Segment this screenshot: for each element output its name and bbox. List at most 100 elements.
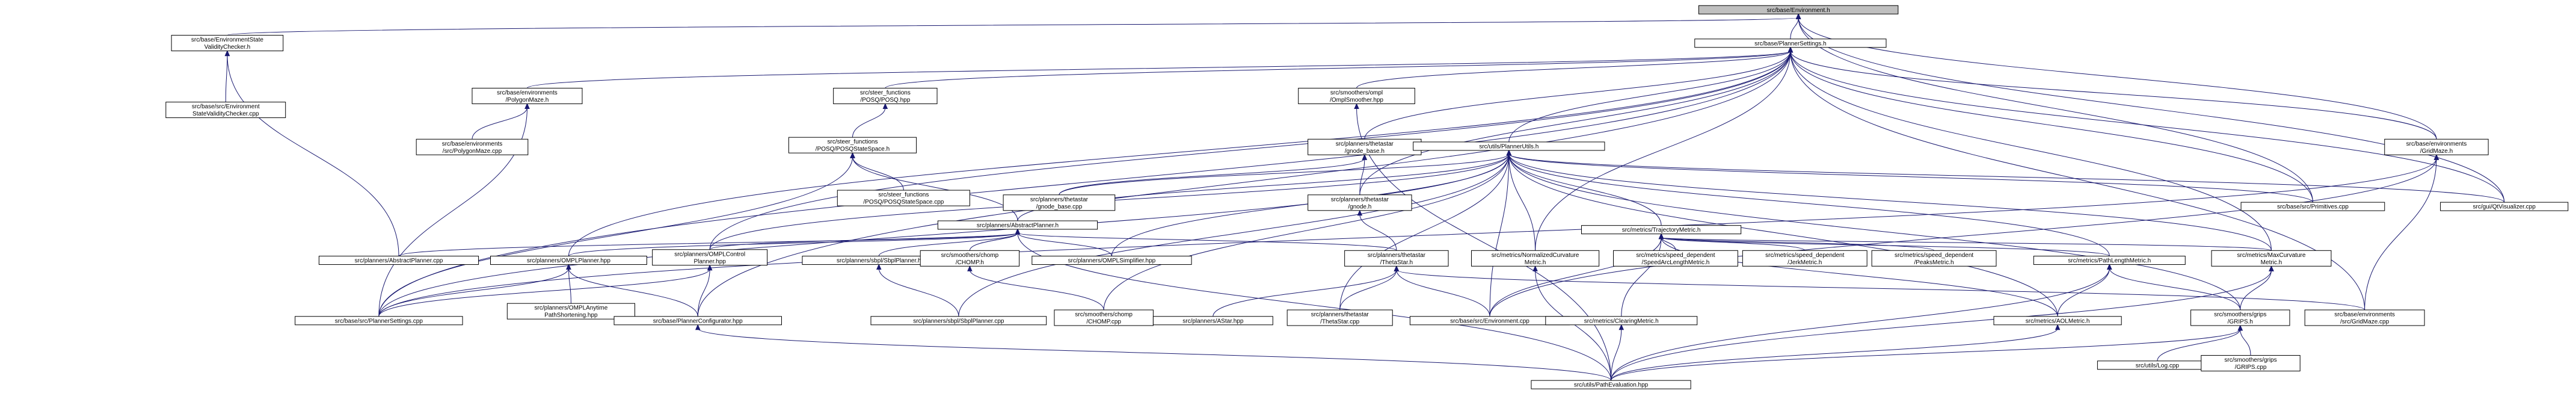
node-omplsimp-hpp[interactable]: src/planners/OMPLSimplifier.hpp [1031,256,1192,265]
node-label: src/steer_functions [828,139,878,146]
node-planset-h[interactable]: src/base/PlannerSettings.h [1694,39,1887,48]
node-box [506,303,636,320]
node-clearing-h[interactable]: src/metrics/ClearingMetric.h [1545,316,1698,326]
edge-plannerutils_h-qtvis_cpp [1506,149,2505,203]
node-absplanner-cpp[interactable]: src/planners/AbstractPlanner.cpp [318,256,479,265]
edge-line [1508,153,2505,203]
node-trajmetric-h[interactable]: src/metrics/TrajectoryMetric.h [1581,225,1742,235]
node-grips-cpp[interactable]: src/smoothers/grips/GRIPS.cpp [2201,355,2301,372]
edge-line [1790,51,2437,140]
node-omplsm-hpp[interactable]: src/smoothers/ompl/OmplSmoother.hpp [1298,87,1415,104]
edge-thetastar_h-env_cpp [1394,265,1490,317]
edge-line [1535,51,1791,251]
node-label: src/utils/PathEvaluation.hpp [1574,382,1649,389]
edge-line [1661,237,2272,251]
node-label: src/base/src/Environment [192,104,260,110]
node-pathlen-h[interactable]: src/metrics/PathLengthMetric.h [2033,256,2186,265]
node-gnode-h[interactable]: src/planners/thetastar/gnode.h [1308,194,1412,211]
edge-arrowhead [224,50,230,57]
node-primitives-cpp[interactable]: src/base/src/Primitives.cpp [2240,202,2385,211]
edge-pathlen_h-patheval_hpp [1611,264,2112,381]
node-env-h[interactable]: src/base/Environment.h [1698,5,1899,14]
node-box [490,256,647,265]
edge-line [1661,237,2058,317]
node-sbpl-cpp[interactable]: src/planners/sbpl/SbplPlanner.cpp [870,316,1047,326]
node-plannerconf-hpp[interactable]: src/base/PlannerConfigurator.hpp [613,316,782,326]
node-label: src/metrics/AOLMetric.h [2026,318,2090,324]
node-chomp-cpp[interactable]: src/smoothers/chomp/CHOMP.cpp [1054,309,1154,326]
node-patheval-hpp[interactable]: src/utils/PathEvaluation.hpp [1531,380,1691,389]
node-label: /src/PolygonMaze.cpp [443,148,502,155]
edge-arrowhead [2433,154,2439,160]
edge-line [1508,153,2313,203]
node-escheck-h[interactable]: src/base/EnvironmentStateValidityChecker… [171,35,284,52]
node-escheck-cpp[interactable]: src/base/src/EnvironmentStateValidityChe… [165,102,286,119]
edge-planset_h-posq_hpp [885,46,1794,88]
node-log-cpp[interactable]: src/utils/Log.cpp [2097,360,2218,370]
edge-line [2109,268,2241,311]
node-thetastar-h[interactable]: src/planners/thetastar/ThetaStar.h [1344,250,1449,267]
edge-line [472,107,527,140]
node-label: src/metrics/speed_dependent [1895,252,1973,259]
node-label: /OmplSmoother.hpp [1330,97,1383,104]
node-polymaze-h[interactable]: src/base/environments/PolygonMaze.h [472,87,583,104]
node-label: src/planners/sbpl/SbplPlanner.h [837,258,921,264]
nodes-layer: src/base/Environment.h src/base/Environme… [165,5,2569,389]
node-label: src/base/EnvironmentState [191,37,263,43]
node-chomp-h[interactable]: src/smoothers/chomp/CHOMP.h [920,250,1020,267]
edge-line [1790,51,2365,310]
node-astar-hpp[interactable]: src/planners/AStar.hpp [1152,316,1273,326]
node-posq-hpp[interactable]: src/steer_functions/POSQ/POSQ.hpp [833,87,938,104]
node-box [2304,309,2425,326]
edge-plannerutils_h-planset_cpp [378,149,1512,317]
node-omplplanner-hpp[interactable]: src/planners/OMPLPlanner.hpp [490,256,647,265]
node-plannerutils-h[interactable]: src/utils/PlannerUtils.h [1413,141,1605,151]
node-box [1993,316,2122,326]
edge-clearing_h-patheval_hpp [1611,324,1625,381]
node-label: src/planners/AbstractPlanner.h [977,222,1059,229]
edge-line [1339,153,1510,310]
node-jerk-h[interactable]: src/metrics/speed_dependent/JerkMetric.h [1742,250,1867,267]
node-gnodebase-cpp[interactable]: src/planners/thetastar/gnode_base.cpp [1003,194,1116,211]
edge-line [378,158,2437,317]
node-qtvis-cpp[interactable]: src/gui/QtVisualizer.cpp [2440,202,2569,211]
edge-line [2364,158,2437,310]
edges-layer [224,13,2505,381]
node-gridmaze-h[interactable]: src/base/environments/GridMaze.h [2384,138,2489,155]
node-speedarc-h[interactable]: src/metrics/speed_dependent/SpeedArcLeng… [1613,250,1738,267]
edge-sbpl_h-sbpl_cpp [876,264,959,317]
node-polymaze-cpp[interactable]: src/base/environments/src/PolygonMaze.cp… [416,138,529,155]
node-gridmaze-cpp[interactable]: src/base/environments/src/GridMaze.cpp [2304,309,2425,326]
edge-plannerutils_h-pathlen_h [1506,149,2110,256]
edge-line [969,232,1018,251]
node-peaks-h[interactable]: src/metrics/speed_dependent/PeaksMetric.… [1871,250,1997,267]
node-box [2190,309,2290,326]
node-posqss-cpp[interactable]: src/steer_functions/POSQ/POSQStateSpace.… [837,190,970,206]
node-anytime-hpp[interactable]: src/planners/OMPLAnytimePathShortening.h… [506,303,636,320]
edge-plannerutils_h-grips_h [1506,149,2241,310]
node-planset-cpp[interactable]: src/base/src/PlannerSettings.cpp [295,316,463,326]
node-label: src/planners/thetastar [1336,141,1394,147]
edge-arrowhead [1506,149,1512,156]
node-aol-h[interactable]: src/metrics/AOLMetric.h [1993,316,2122,326]
node-gnodebase-h[interactable]: src/planners/thetastar/gnode_base.h [1308,138,1422,155]
edge-line [1790,51,2272,251]
edge-line [852,156,904,191]
node-box [1613,250,1738,267]
edge-line [1611,328,2058,381]
edge-line [878,232,1018,256]
edge-line [697,268,710,317]
node-box [1742,250,1867,267]
node-label: /gnode_base.cpp [1036,203,1083,210]
node-absplanner-h[interactable]: src/planners/AbstractPlanner.h [937,220,1098,230]
edge-line [1359,51,1791,195]
edge-line [1103,153,1510,310]
node-posqss-h[interactable]: src/steer_functions/POSQ/POSQStateSpace.… [788,137,917,153]
edge-line [1508,153,1536,251]
node-grips-h[interactable]: src/smoothers/grips/GRIPS.h [2190,309,2290,326]
edge-line [1508,153,2058,317]
node-thetastar-cpp[interactable]: src/planners/thetastar/ThetaStar.cpp [1286,309,1393,326]
